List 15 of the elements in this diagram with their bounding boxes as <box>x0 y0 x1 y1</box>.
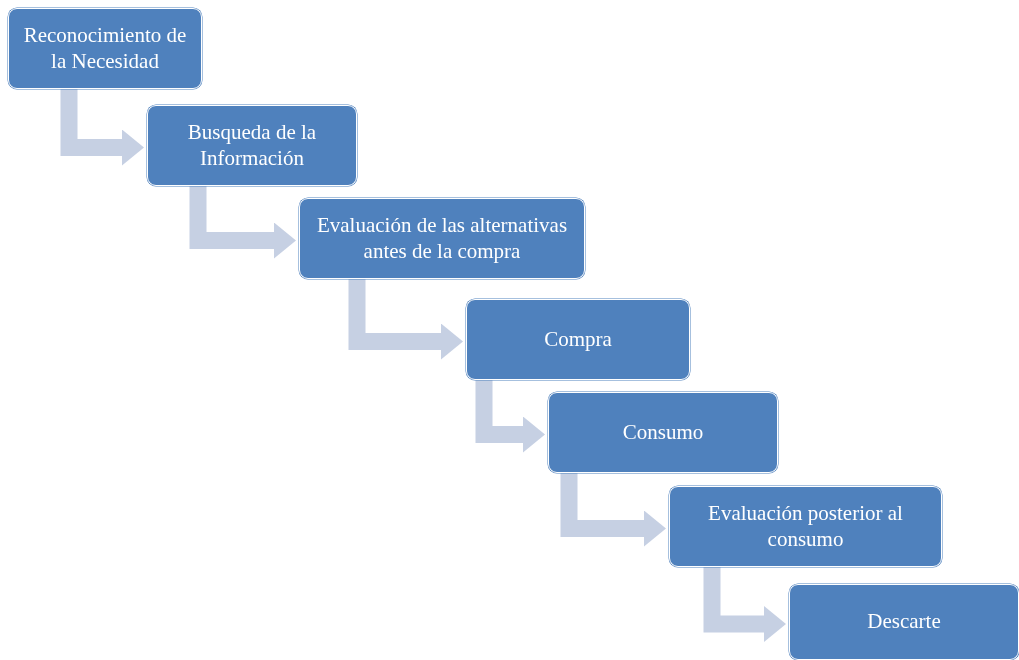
step-label: Consumo <box>622 419 704 446</box>
step-label: Reconocimiento de la Necesidad <box>22 23 188 74</box>
process-box <box>466 299 690 380</box>
process-box <box>548 392 778 473</box>
bent-arrow <box>348 279 463 360</box>
step-label: Busqueda de la Información <box>186 120 318 171</box>
process-box <box>669 486 942 567</box>
process-box <box>299 198 585 279</box>
process-box <box>147 105 357 186</box>
step-label: Evaluación posterior al consumo <box>707 501 904 552</box>
process-box <box>8 8 202 89</box>
step-label: Evaluación de las alternativas antes de la compra <box>315 213 569 264</box>
process-box <box>789 584 1019 660</box>
step-label: Compra <box>544 326 612 353</box>
step-label: Descarte <box>867 609 941 635</box>
